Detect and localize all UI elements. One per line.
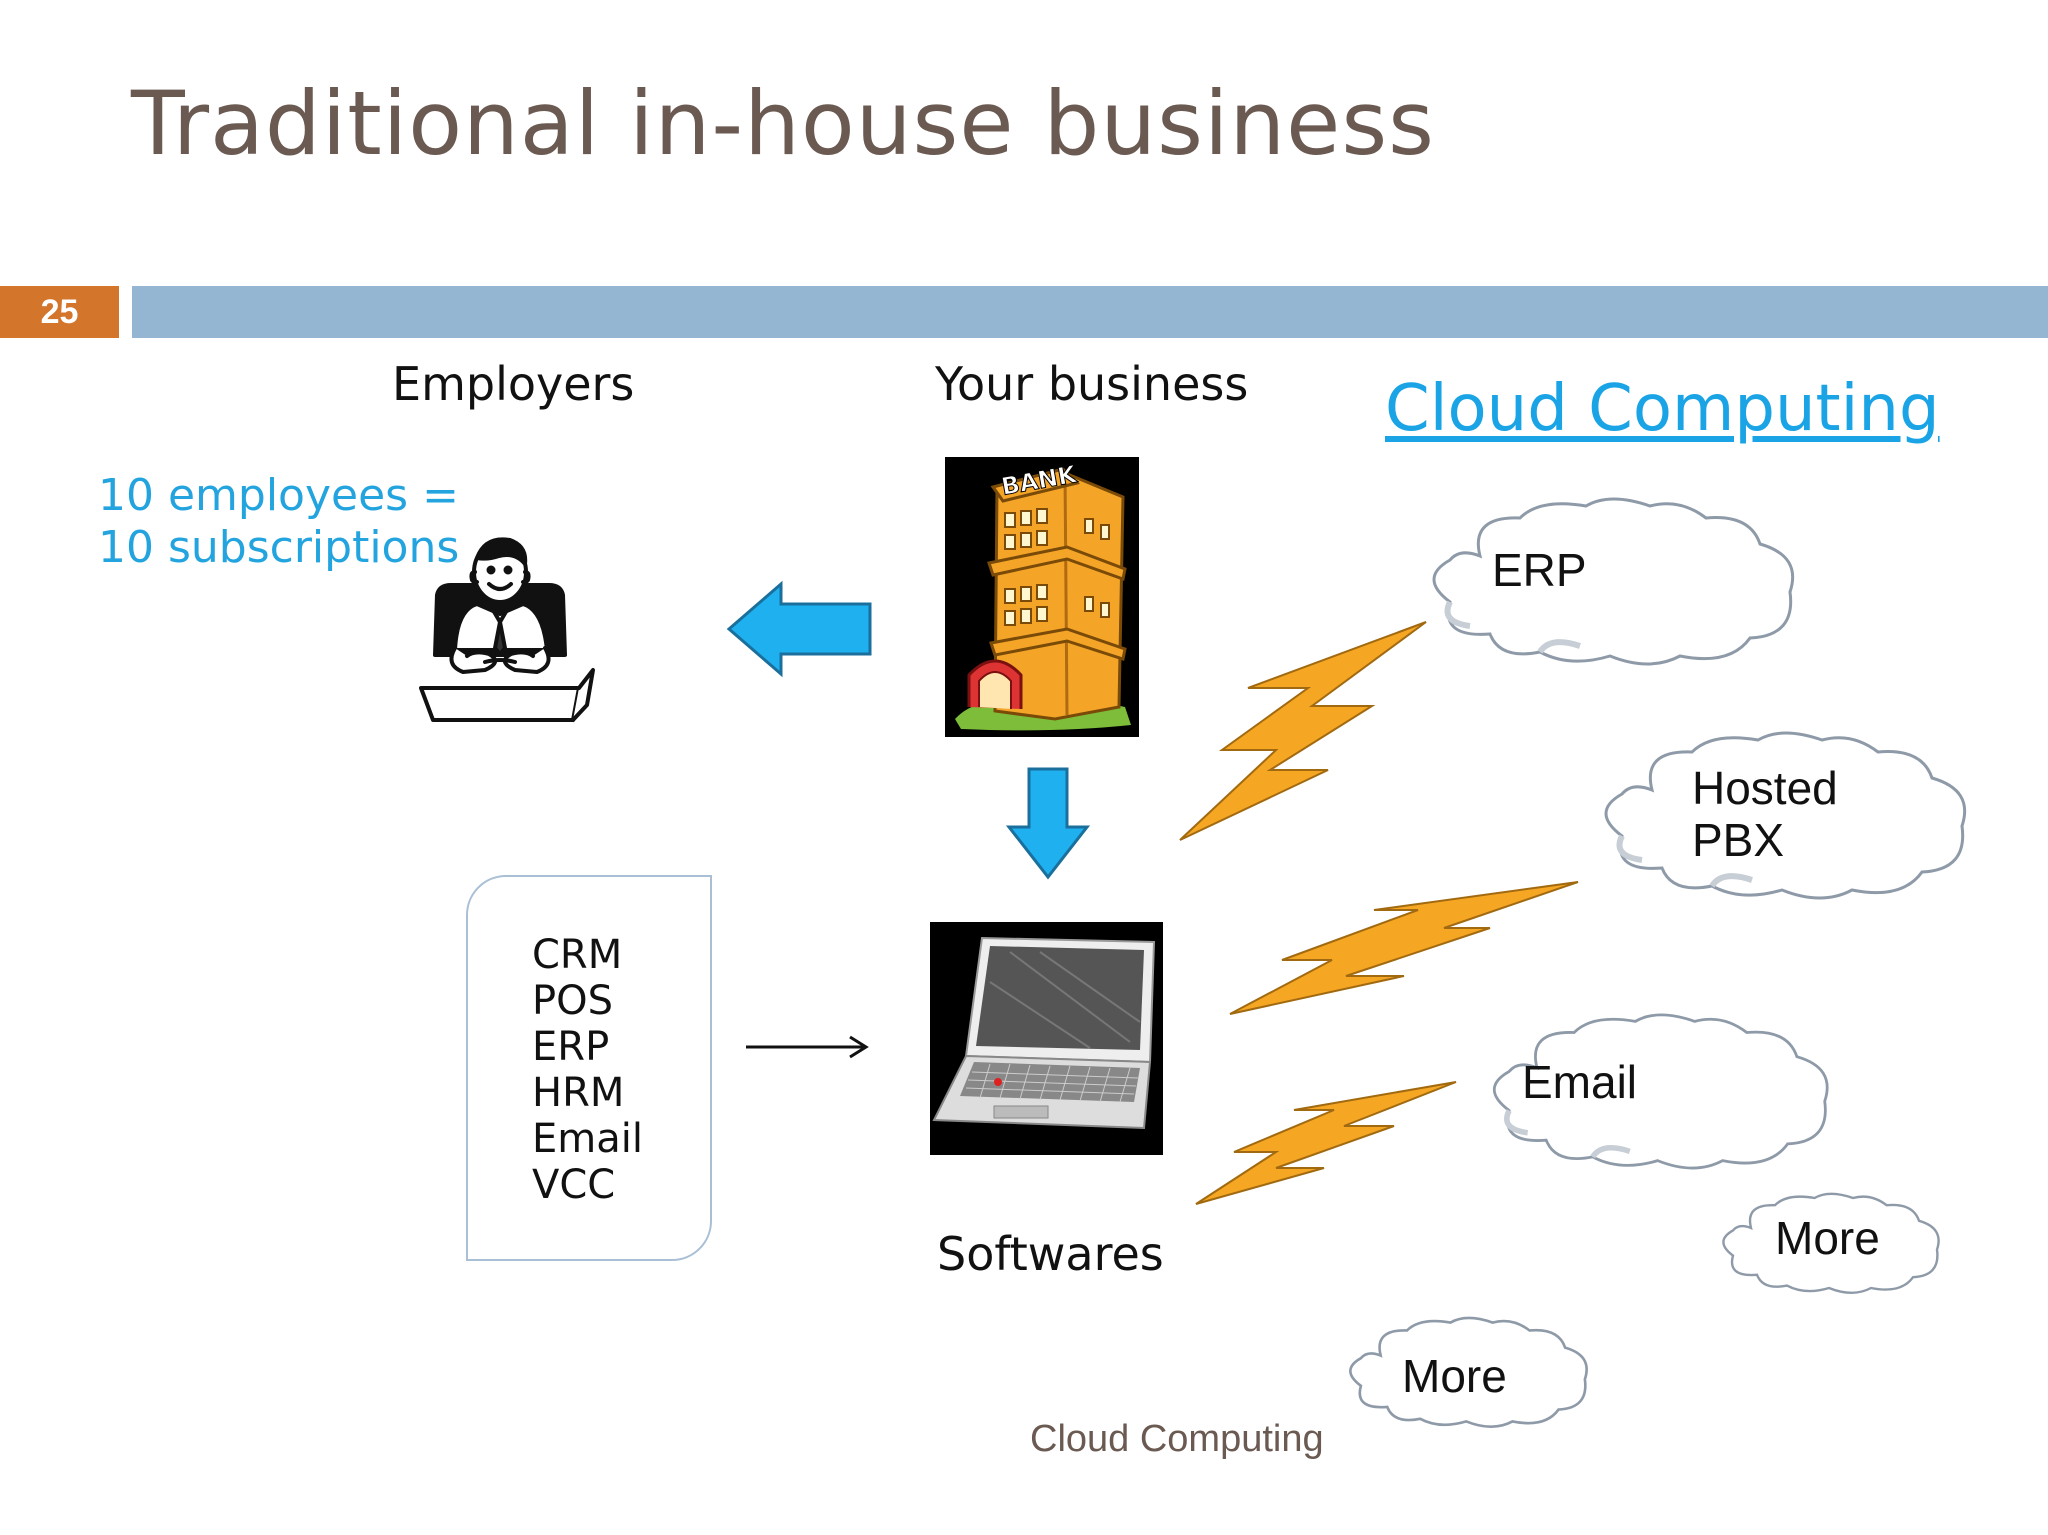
lightning-bolt-icon [1195,1081,1457,1205]
businessman-icon [419,537,595,722]
lightning-bolt-icon [1179,621,1427,841]
employee-note: 10 employees = 10 subscriptions [98,470,459,574]
cloud-icon [1432,497,1795,666]
bank-building-icon: BANK [945,457,1139,737]
your-business-label: Your business [935,357,1249,411]
software-item-email: Email [532,1116,643,1162]
software-item-pos: POS [532,978,613,1024]
employee-note-line2: 10 subscriptions [98,522,460,573]
lightning-bolt-icon [1229,881,1579,1015]
cloud-label-hosted-pbx: Hosted PBX [1692,762,1838,866]
slide-number: 25 [0,286,119,338]
cloud-label-more-bottom: More [1402,1350,1507,1402]
software-list-box [466,875,712,1261]
cloud-label-email: Email [1522,1056,1638,1108]
cloud-label-more-right: More [1775,1212,1880,1264]
header-bar [132,286,2048,338]
down-arrow-icon [1005,767,1091,880]
cloud-icon [1722,1192,1940,1294]
employee-note-line1: 10 employees = [98,470,459,521]
cloud-icon [1492,1013,1829,1170]
employers-label: Employers [392,357,635,411]
software-item-crm: CRM [532,932,623,978]
software-item-erp: ERP [532,1024,610,1070]
left-arrow-icon [726,580,872,678]
slide-title: Traditional in-house business [131,72,1436,175]
software-list: CRM POS ERP HRM Email VCC [532,932,643,1208]
slide-footer: Cloud Computing [1030,1418,1324,1460]
cloud-icon [1604,731,1967,900]
softwares-label: Softwares [937,1227,1164,1281]
right-arrow-icon [746,1035,869,1059]
cloud-computing-link[interactable]: Cloud Computing [1385,372,1940,446]
cloud-label-erp: ERP [1492,544,1587,596]
software-item-hrm: HRM [532,1070,625,1116]
cloud-icon [1349,1316,1588,1428]
software-item-vcc: VCC [532,1162,616,1208]
laptop-icon [930,922,1163,1155]
